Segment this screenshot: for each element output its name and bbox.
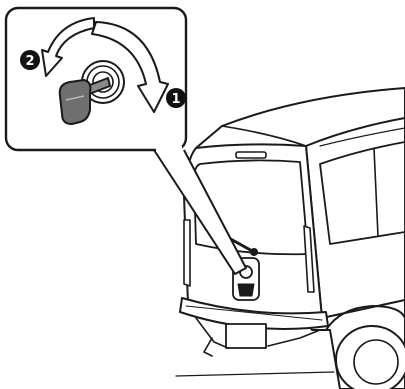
step-number-2: 2 [25, 54, 34, 69]
van-left-lamp [184, 220, 190, 286]
step-badge-1: 1 [166, 88, 186, 108]
step-badge-2: 2 [20, 50, 40, 70]
step-number-1: 1 [171, 92, 180, 107]
van-rear-icon [176, 88, 405, 389]
van-stop-lamp [236, 152, 266, 158]
van-license-plate [226, 324, 266, 348]
